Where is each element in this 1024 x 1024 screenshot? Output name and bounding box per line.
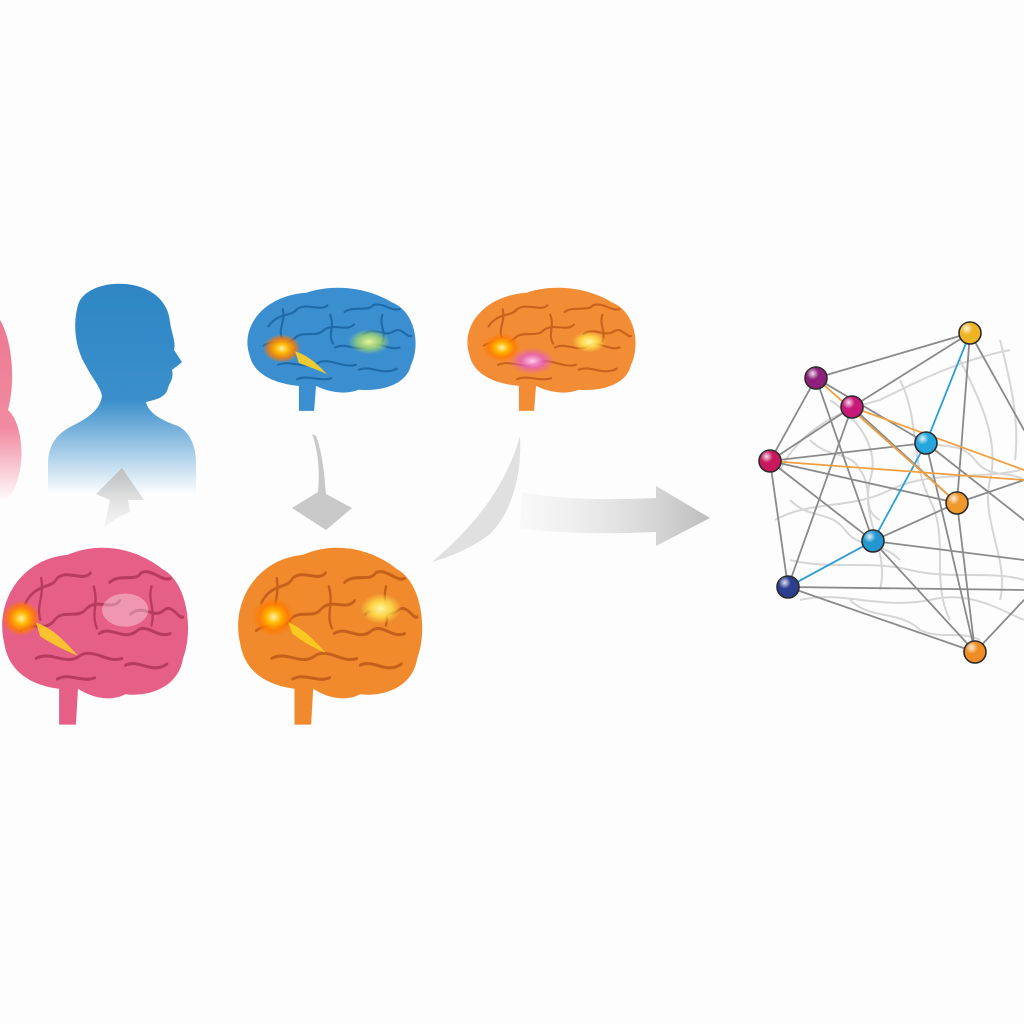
activation-tract <box>36 622 78 656</box>
activation-hotspot <box>262 334 301 363</box>
activation-tract <box>288 622 326 653</box>
network-node <box>958 321 982 345</box>
curved-arrow <box>432 436 521 562</box>
network-node <box>840 395 864 419</box>
network-node <box>804 366 828 390</box>
network-node <box>758 449 782 473</box>
network-node <box>914 431 938 455</box>
network-node <box>963 640 987 664</box>
female-silhouette <box>0 320 22 502</box>
network-edges <box>769 332 1024 653</box>
orange-brain-top <box>467 287 636 411</box>
male-silhouette <box>48 283 196 495</box>
blue-brain <box>247 287 416 411</box>
activation-hotspot <box>252 597 295 637</box>
network-node <box>945 491 969 515</box>
activation-glow <box>509 347 555 375</box>
up-arrow <box>96 468 144 528</box>
activation-glow <box>572 331 607 353</box>
network-node <box>861 529 885 553</box>
activation-glow <box>360 593 402 624</box>
activation-glow <box>348 329 391 355</box>
activation-glow <box>102 593 149 627</box>
right-arrow <box>520 486 710 546</box>
network-graph <box>758 321 1024 664</box>
activation-hotspot <box>2 600 41 637</box>
down-arrow <box>292 434 352 530</box>
activation-tract <box>295 351 328 375</box>
network-node <box>776 575 800 599</box>
pink-brain <box>2 547 189 725</box>
orange-brain-bottom <box>238 547 423 725</box>
network-nodes <box>758 321 987 664</box>
activation-hotspot <box>482 333 521 362</box>
